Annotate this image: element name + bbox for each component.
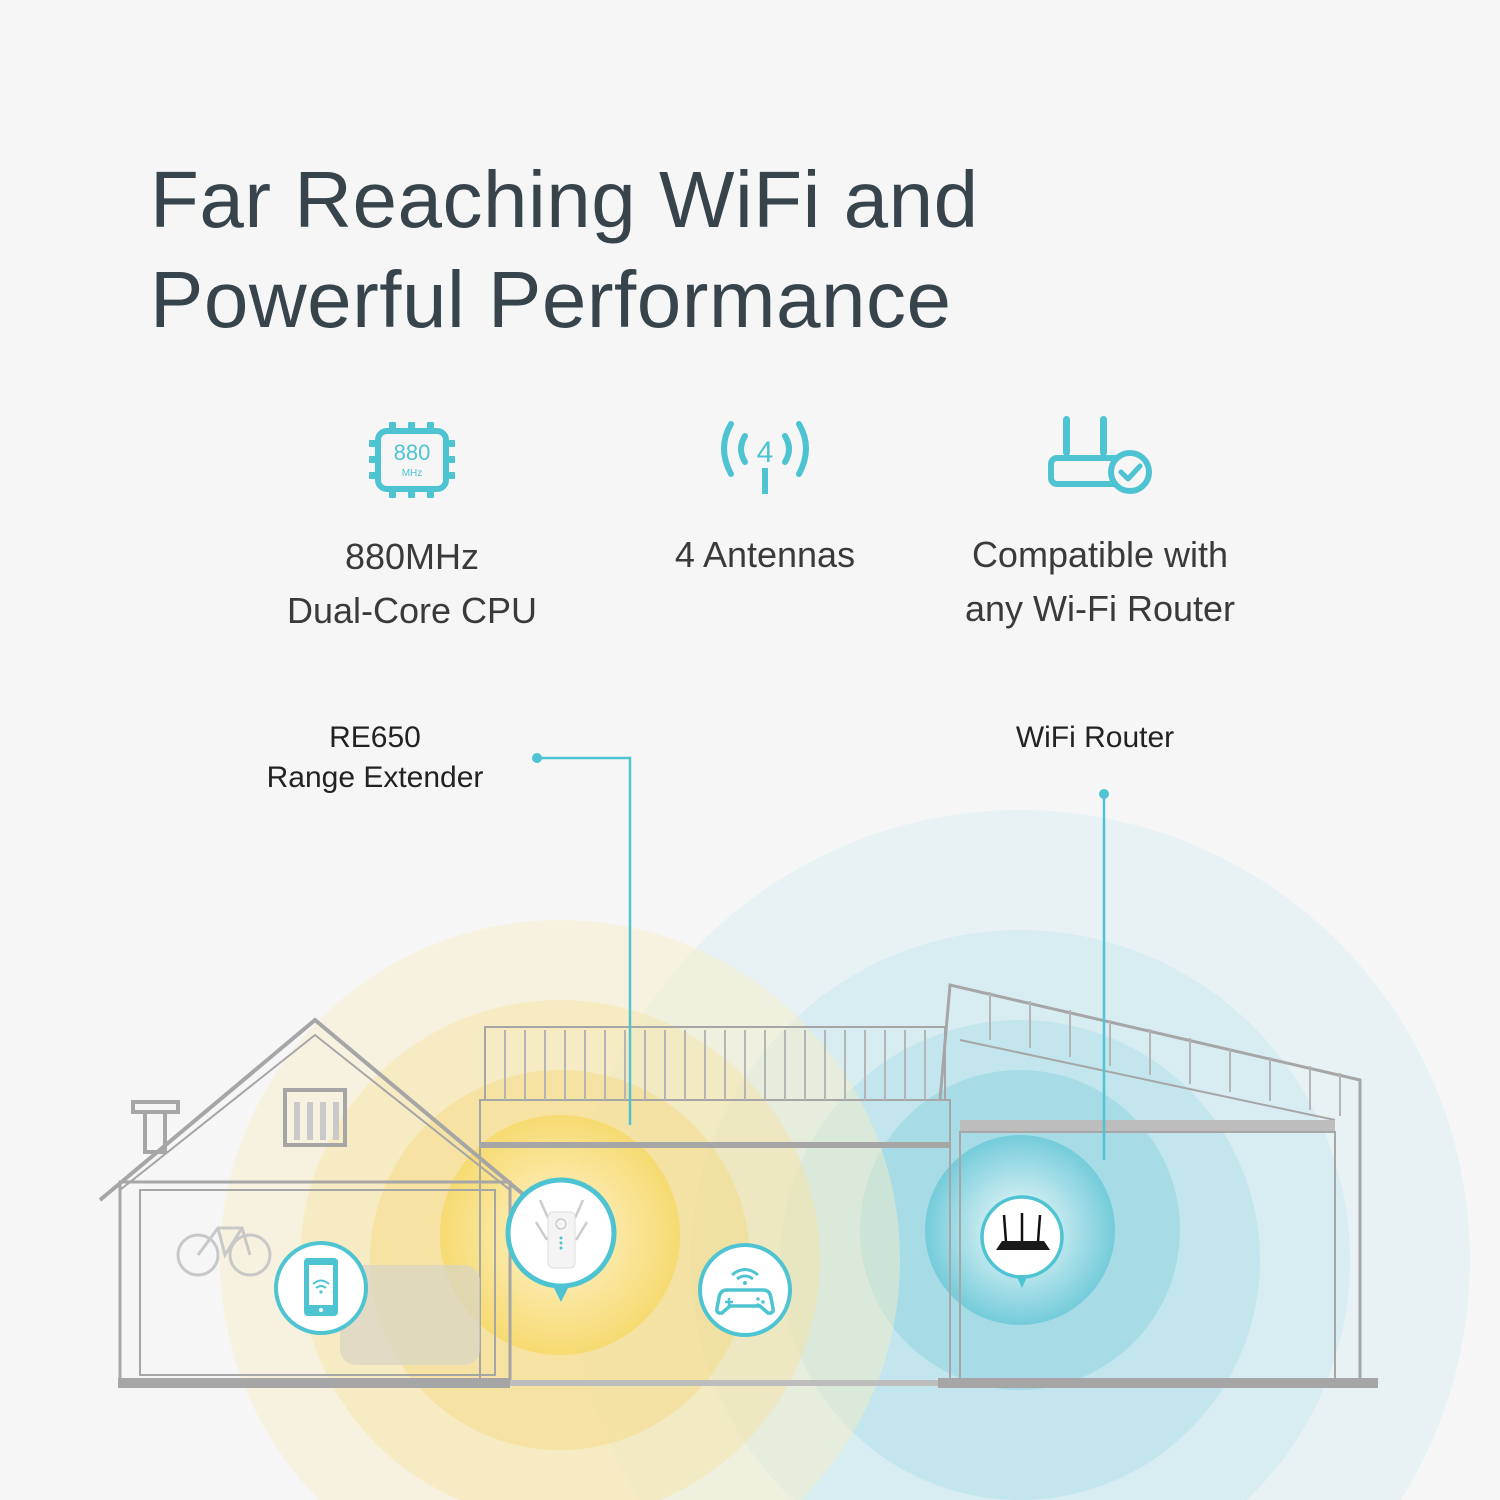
router-callout-dot	[1099, 789, 1109, 799]
svg-text:880: 880	[394, 440, 431, 465]
gamepad-wifi-icon	[698, 1243, 792, 1337]
svg-text:MHz: MHz	[402, 468, 423, 479]
feature-antennas-line-1: 4 Antennas	[674, 534, 856, 575]
router-check-icon	[1048, 416, 1152, 494]
router-label: WiFi Router	[1015, 721, 1175, 754]
router-device-icon	[980, 1195, 1064, 1288]
feature-compatibility-label: Compatible with any Wi-Fi Router	[940, 528, 1260, 636]
feature-cpu-line-1: 880MHz	[344, 536, 480, 577]
extender-device-icon	[505, 1177, 617, 1302]
extender-model: RE650	[329, 721, 421, 754]
title-line-2: Powerful Performance	[150, 255, 952, 344]
feature-cpu: 880 MHz 880MHz Dual-Core CPU	[262, 420, 562, 638]
title-line-1: Far Reaching WiFi and	[150, 155, 979, 244]
extender-type: Range Extender	[266, 761, 484, 794]
feature-compatibility: Compatible with any Wi-Fi Router	[940, 414, 1260, 636]
ground-left	[118, 1378, 510, 1388]
svg-text:4: 4	[757, 436, 774, 469]
ground-middle	[510, 1380, 940, 1386]
antenna-signal-icon: 4	[721, 421, 809, 494]
callout-lines	[537, 756, 1106, 1160]
bicycle-icon	[176, 1226, 272, 1277]
page-title: Far Reaching WiFi and Powerful Performan…	[150, 150, 979, 350]
extender-callout-label: RE650 Range Extender	[230, 718, 520, 798]
feature-compatibility-line-2: any Wi-Fi Router	[964, 588, 1236, 629]
feature-cpu-line-2: Dual-Core CPU	[286, 590, 538, 631]
router-callout-label: WiFi Router	[990, 718, 1200, 758]
car-icon	[340, 1265, 480, 1365]
extender-callout-dot	[532, 753, 542, 763]
feature-antennas: 4 4 Antennas	[640, 418, 890, 582]
ground-right	[938, 1378, 1378, 1388]
phone-wifi-icon	[274, 1241, 368, 1335]
cpu-chip-icon: 880 MHz	[369, 422, 455, 498]
feature-antennas-label: 4 Antennas	[640, 528, 890, 582]
railings	[504, 992, 1341, 1116]
feature-compatibility-line-1: Compatible with	[971, 534, 1229, 575]
feature-cpu-label: 880MHz Dual-Core CPU	[262, 530, 562, 638]
